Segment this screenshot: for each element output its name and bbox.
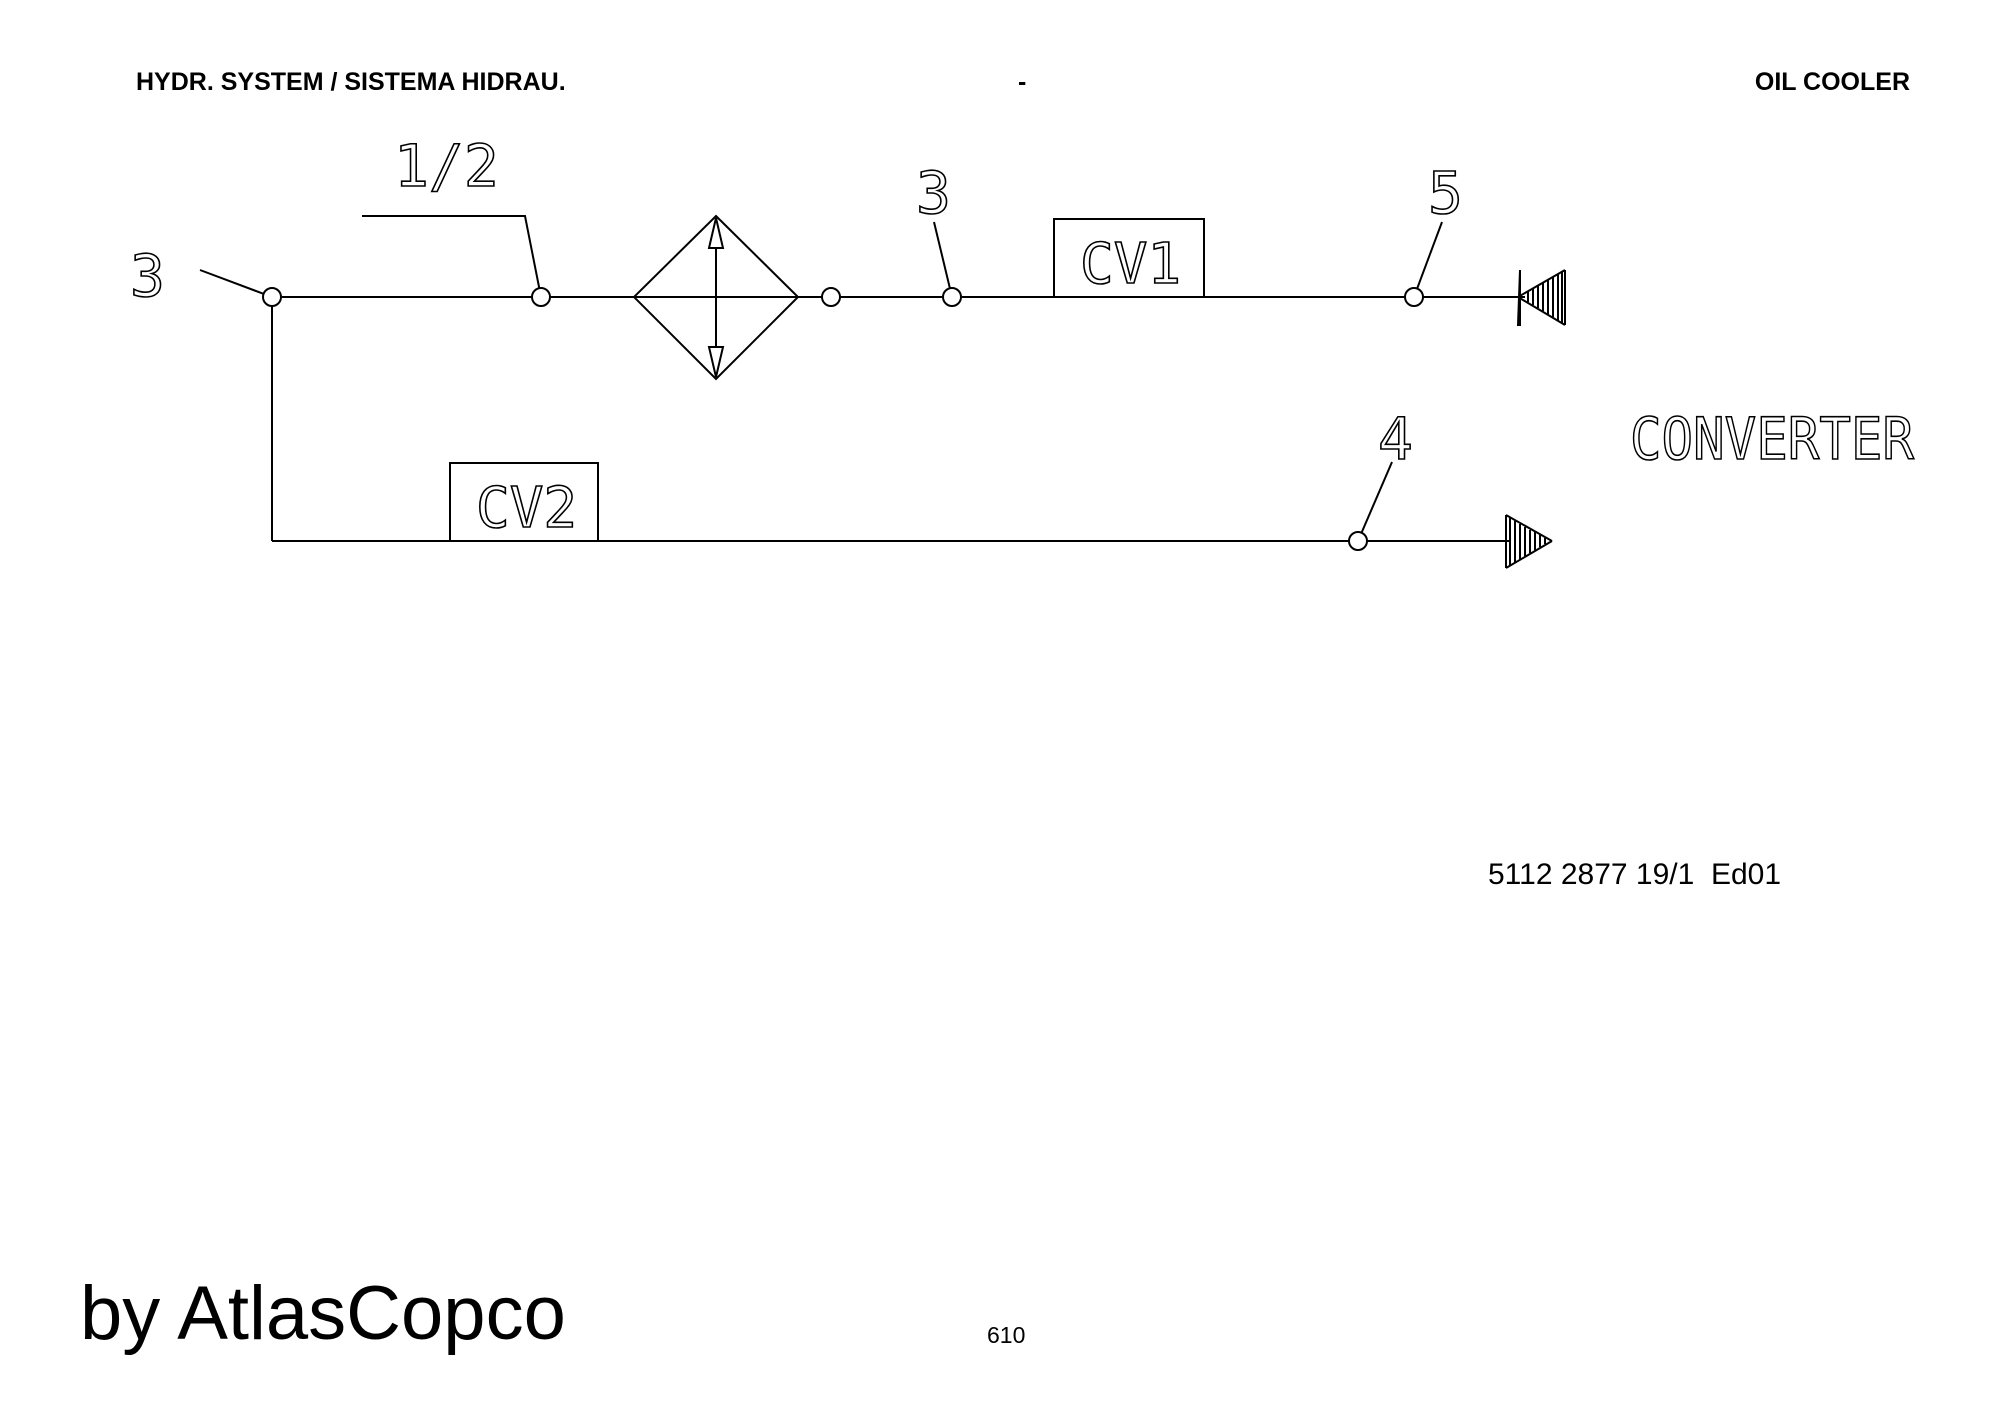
connection-point (821, 287, 841, 307)
connection-point (262, 287, 282, 307)
connection-point (531, 287, 551, 307)
connection-point (1348, 531, 1368, 551)
document-number: 5112 2877 19/1 Ed01 (1488, 858, 1782, 891)
item-label-3-left: 3 (130, 242, 165, 310)
brand-text: by AtlasCopco (80, 1271, 566, 1356)
cv1-label: CV1 (1080, 232, 1181, 297)
flow-arrow-upper (1516, 269, 1566, 326)
leader-item-3-left (199, 269, 273, 298)
header-section-title: HYDR. SYSTEM / SISTEMA HIDRAU. (136, 68, 566, 96)
leader-item-3-mid (933, 221, 953, 298)
oil-cooler-symbol (632, 214, 800, 381)
item-label-5: 5 (1428, 159, 1463, 227)
cv1-box (1053, 218, 1205, 297)
item-label-3-mid: 3 (916, 159, 951, 227)
cv2-box (449, 462, 599, 541)
leader-item-4 (1357, 461, 1393, 542)
connection-point (1404, 287, 1424, 307)
item-label-1-2: 1/2 (394, 132, 499, 200)
header-page-title: OIL COOLER (1754, 68, 1910, 96)
cv2-label: CV2 (476, 476, 577, 541)
page-number: 610 (987, 1322, 1026, 1348)
item-label-4: 4 (1378, 405, 1413, 473)
leader-item-1-2 (362, 215, 542, 298)
connection-point (942, 287, 962, 307)
flow-arrow-lower (1505, 514, 1553, 569)
converter-label: CONVERTER (1630, 405, 1914, 473)
header-separator: - (1018, 68, 1027, 96)
leader-item-5 (1413, 221, 1443, 298)
